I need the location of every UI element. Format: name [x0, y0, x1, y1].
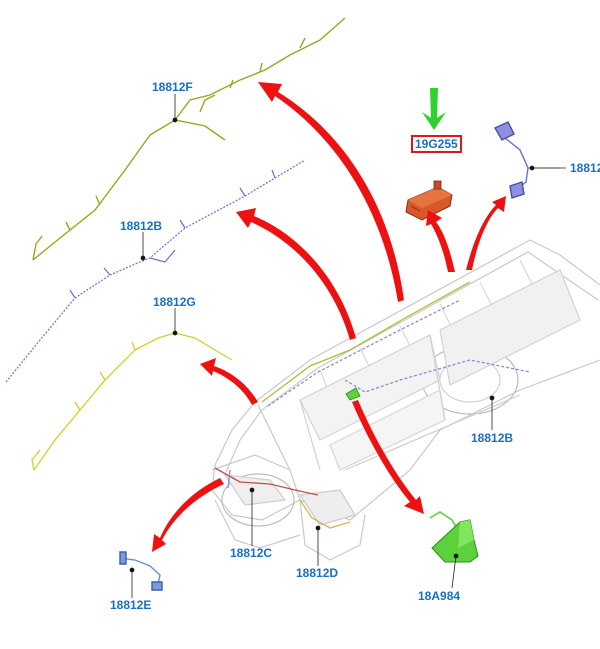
antenna-18a984	[429, 511, 479, 563]
module-19g255	[405, 180, 453, 221]
arrow-to-18812f	[258, 82, 404, 302]
arrow-to-18812g	[200, 358, 258, 405]
arrow-to-18812-right	[466, 196, 506, 270]
label-18812b-upper: 18812B	[120, 219, 163, 233]
label-18812f: 18812F	[152, 80, 193, 94]
arrow-to-18812e	[152, 478, 224, 552]
arrow-to-19g255	[426, 210, 455, 272]
harness-18812e	[119, 551, 163, 591]
vehicle-harness-routing	[214, 281, 531, 529]
antenna-mount-marker	[345, 387, 361, 401]
arrow-to-18812b	[236, 208, 356, 340]
arrow-to-18a984	[352, 400, 424, 514]
label-18812g: 18812G	[153, 295, 196, 309]
callout-arrows	[152, 82, 506, 552]
harness-18812-right	[494, 121, 560, 199]
label-18812d: 18812D	[296, 566, 339, 580]
vehicle-body	[211, 239, 600, 561]
label-18812c: 18812C	[230, 546, 273, 560]
label-18812b-lower: 18812B	[471, 431, 514, 445]
leader-lines	[129, 94, 566, 598]
label-18812e: 18812E	[110, 598, 152, 612]
label-19g255: 19G255	[411, 135, 462, 153]
harness-18812f	[32, 17, 346, 261]
label-18812-right: 18812	[570, 161, 600, 175]
highlight-arrow	[422, 88, 446, 130]
label-18a984: 18A984	[418, 589, 461, 603]
harness-18812b	[5, 159, 306, 383]
harness-18812g	[31, 332, 233, 471]
